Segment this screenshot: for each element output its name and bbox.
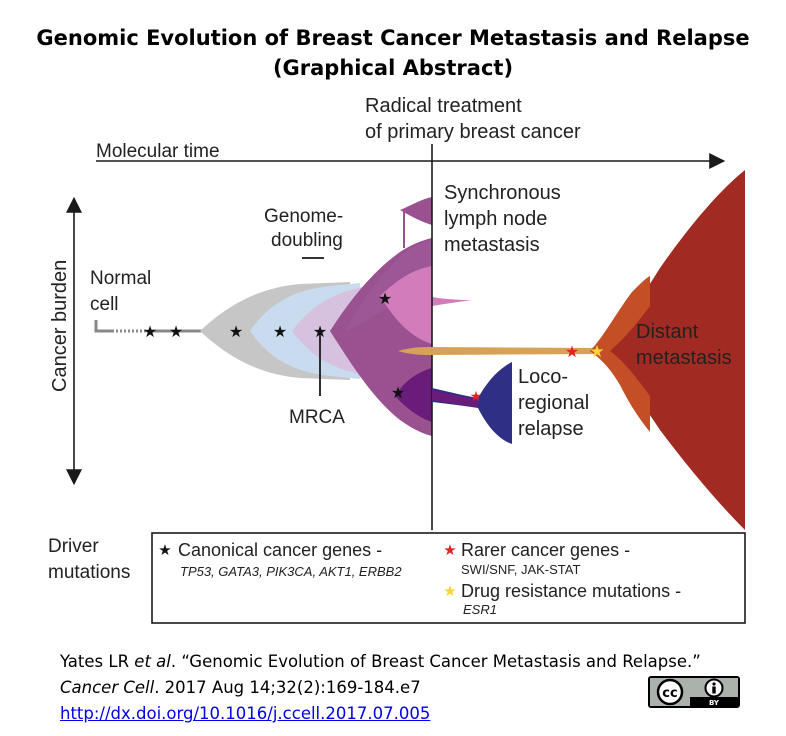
citation-et-al: et al [134, 652, 171, 671]
citation-line-2: Cancer Cell. 2017 Aug 14;32(2):169-184.e… [60, 678, 421, 697]
relapse-link [432, 390, 478, 407]
canonical-star-7: ★ [391, 385, 405, 402]
treatment-label-line-2: of primary breast cancer [365, 121, 581, 143]
primary-pink-subclone [380, 266, 432, 344]
resistance-genes: ESR1 [463, 602, 497, 617]
primary-subclone-upper [345, 240, 432, 331]
normal-cell-label-line-1: Normal [90, 268, 151, 289]
time-axis-label: Molecular time [96, 141, 220, 162]
canonical-star-3: ★ [229, 324, 243, 341]
lymph-label-line-1: Synchronous [444, 182, 561, 204]
canonical-legend-star: ★ [158, 542, 171, 559]
driver-label-line-2: mutations [48, 562, 130, 583]
canonical-star-2: ★ [169, 324, 183, 341]
rare-title: Rarer cancer genes - [461, 540, 630, 560]
rare-star-distant: ★ [565, 344, 579, 361]
title-line-1: Genomic Evolution of Breast Cancer Metas… [36, 26, 750, 50]
resistance-star-distant: ★ [589, 342, 604, 361]
citation-doi-link[interactable]: http://dx.doi.org/10.1016/j.ccell.2017.0… [60, 704, 431, 723]
resistance-title: Drug resistance mutations - [461, 581, 681, 601]
relapse-label-line-1: Loco- [518, 366, 568, 388]
rare-legend-star: ★ [443, 542, 456, 559]
lymph-node-metastasis [400, 197, 432, 225]
cc-by-icon: cc BY [650, 678, 738, 707]
by-text: BY [709, 699, 720, 706]
title-line-2: (Graphical Abstract) [272, 56, 514, 80]
canonical-title: Canonical cancer genes - [178, 540, 382, 560]
citation-line-1: Yates LR et al. “Genomic Evolution of Br… [60, 652, 701, 671]
relapse-label-line-3: relapse [518, 418, 584, 440]
distant-label-line-1: Distant [636, 321, 699, 343]
resistance-lineage [398, 347, 600, 355]
genome-doubling-label-line-2: doubling [271, 230, 343, 251]
citation-authors: Yates LR [60, 652, 135, 671]
lymph-label-line-2: lymph node [444, 208, 547, 230]
distant-metastasis-inner [610, 306, 650, 396]
driver-label-line-1: Driver [48, 536, 99, 557]
mrca-label: MRCA [289, 407, 345, 428]
canonical-genes: TP53, GATA3, PIK3CA, AKT1, ERBB2 [180, 564, 402, 579]
canonical-star-1: ★ [143, 324, 157, 341]
citation-title: . “Genomic Evolution of Breast Cancer Me… [170, 652, 701, 671]
citation-journal: Cancer Cell [60, 678, 155, 697]
rare-genes: SWI/SNF, JAK-STAT [461, 562, 580, 577]
normal-cell-label-line-2: cell [90, 294, 119, 315]
evolution-diagram: Radical treatment of primary breast canc… [48, 95, 746, 624]
lymph-label-line-3: metastasis [444, 234, 540, 256]
citation-line-3: http://dx.doi.org/10.1016/j.ccell.2017.0… [60, 704, 430, 723]
distant-metastasis [600, 170, 745, 530]
burden-axis-label: Cancer burden [49, 260, 71, 392]
resistance-legend-star: ★ [443, 583, 456, 600]
primary-relapse-subclone [395, 368, 432, 422]
canonical-star-5: ★ [313, 324, 327, 341]
treatment-label-line-1: Radical treatment [365, 95, 522, 117]
legend-box [151, 532, 746, 624]
distant-label-line-2: metastasis [636, 347, 732, 369]
normal-cell-trunk [94, 320, 112, 333]
cc-by-license-badge: cc BY [648, 676, 740, 708]
canonical-star-4: ★ [273, 324, 287, 341]
canonical-star-6: ★ [378, 291, 392, 308]
lymph-pink-wisp [432, 297, 472, 306]
cc-text: cc [662, 686, 677, 701]
genome-doubling-label-line-1: Genome- [264, 206, 343, 227]
relapse-label-line-2: regional [518, 392, 589, 414]
rare-star-relapse: ★ [470, 388, 483, 404]
citation-details: . 2017 Aug 14;32(2):169-184.e7 [154, 678, 421, 697]
